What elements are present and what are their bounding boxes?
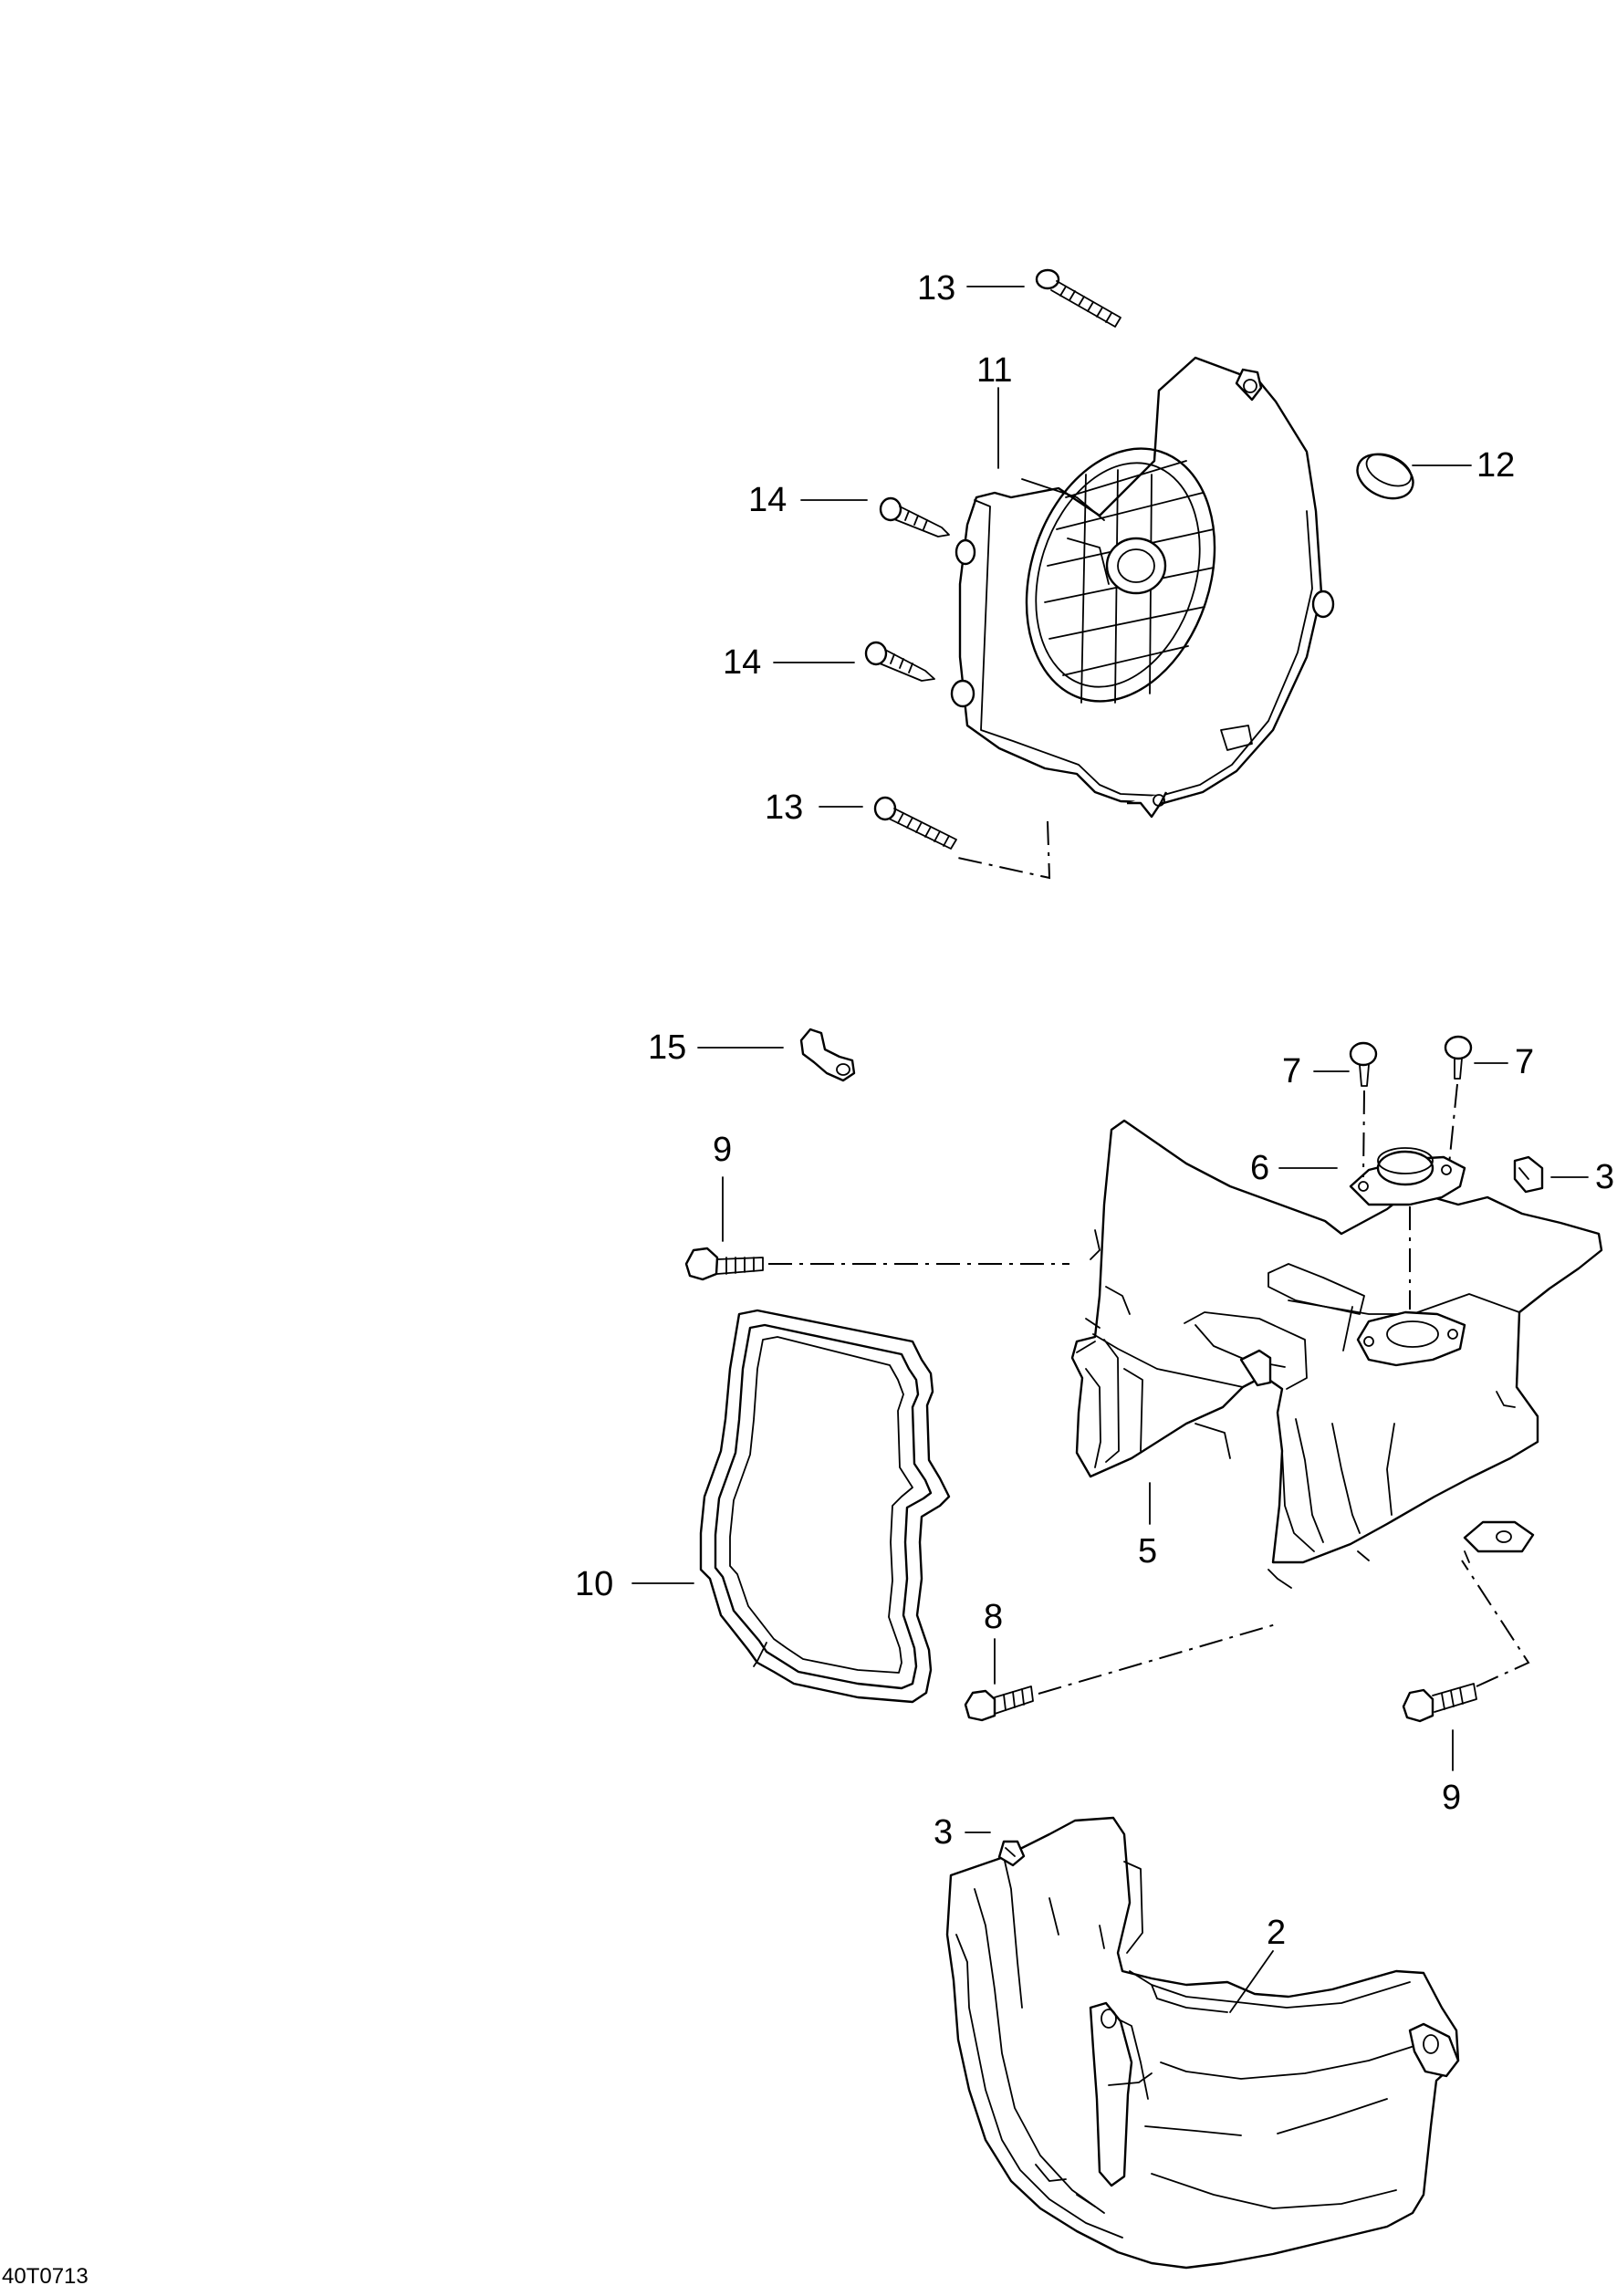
screw-part-13-top	[1035, 268, 1121, 328]
callout-leaders	[631, 286, 1589, 2013]
clip-part-15	[799, 1028, 856, 1082]
lower-shroud-part-2	[945, 1816, 1460, 2270]
callout-6: 6	[1250, 1149, 1269, 1187]
callout-10: 10	[575, 1565, 613, 1603]
screw-part-14-top	[879, 496, 950, 537]
callout-9-bottom: 9	[1442, 1779, 1461, 1817]
callout-11: 11	[976, 351, 1012, 390]
speed-nut-part-3-bottom	[997, 1840, 1026, 1867]
callout-12: 12	[1476, 446, 1515, 485]
flange-part-6	[1349, 1147, 1466, 1206]
screw-part-14-bottom	[864, 641, 935, 682]
callout-14-top: 14	[748, 481, 787, 519]
callout-2: 2	[1267, 1914, 1286, 1952]
plug-part-12	[1356, 453, 1414, 500]
rivet-part-7-right	[1444, 1035, 1473, 1165]
callout-13-bottom: 13	[765, 788, 803, 827]
callout-8: 8	[984, 1598, 1003, 1636]
callout-3-bottom: 3	[934, 1813, 953, 1852]
screw-part-13-bottom	[873, 796, 957, 850]
callout-5: 5	[1138, 1532, 1157, 1571]
rivet-part-7-left	[1349, 1041, 1378, 1178]
bolt-part-9-bottom	[1402, 1560, 1530, 1723]
callout-7-left: 7	[1282, 1052, 1301, 1091]
shroud-inlet-collar	[1356, 1310, 1466, 1367]
callout-9-top: 9	[713, 1131, 732, 1169]
callout-13-top: 13	[917, 269, 955, 308]
callout-7-right: 7	[1515, 1043, 1534, 1081]
callout-14-bottom: 14	[723, 643, 761, 682]
diagram-code: 40T0713	[2, 2264, 89, 2289]
air-shroud-part-5	[1070, 1119, 1603, 1589]
callout-3-top: 3	[1595, 1158, 1614, 1196]
fan-cover-part-11	[950, 356, 1335, 880]
gasket-part-10	[699, 1309, 951, 1704]
bolt-part-9-top	[684, 1247, 1069, 1281]
callout-15: 15	[648, 1028, 686, 1067]
speed-nut-part-3-top	[1513, 1155, 1544, 1194]
bolt-part-8	[964, 1623, 1277, 1722]
